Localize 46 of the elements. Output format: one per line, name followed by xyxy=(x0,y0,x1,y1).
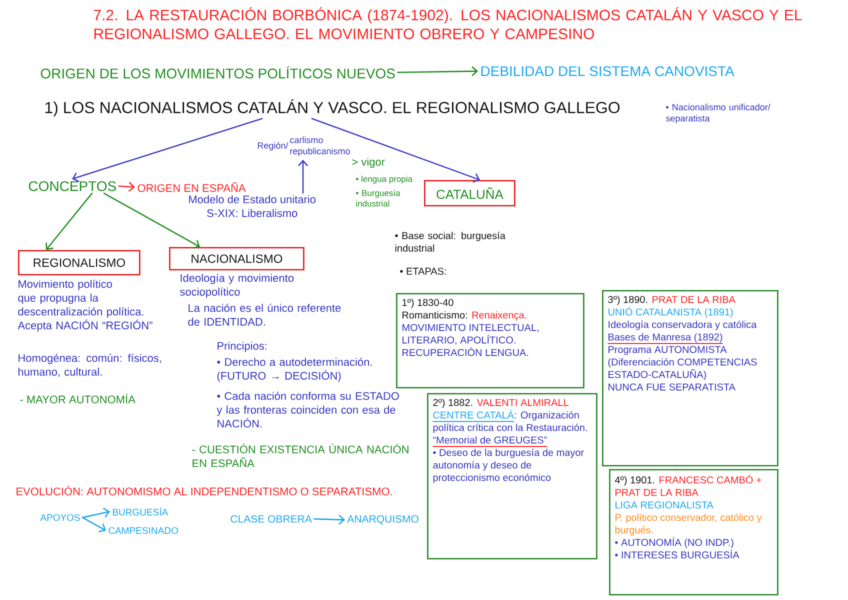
topic-box: NACIONALISMO xyxy=(169,247,304,270)
note-text: ORIGEN EN ESPAÑA xyxy=(138,182,246,192)
arrow xyxy=(103,192,200,249)
stage-box: 2º) 1882. VALENTI ALMIRALL CENTRE CATALÁ: Organización política crítica con la Restauración. “Memorial de GREUGES” • Deseo de la burguesía de mayor autonomía y deseo de proteccionismo económico xyxy=(427,393,598,560)
description-text: • Base social: burguesía industrial xyxy=(395,232,506,252)
note-text: ANARQUISMO xyxy=(347,515,418,525)
description-text: - MAYOR AUTONOMÍA xyxy=(20,394,136,404)
arrow xyxy=(72,118,263,182)
section-heading: 1) LOS NACIONALISMOS CATALÁN Y VASCO. EL REGIONALISMO GALLEGO xyxy=(45,99,620,116)
note-text: BURGUESÍA xyxy=(112,507,168,516)
note-text: APOYOS xyxy=(40,514,80,521)
note-text: • Burguesía industrial xyxy=(356,190,400,207)
arrow xyxy=(313,514,345,525)
stage-box: 1º) 1830-40 Romanticismo: Renaixença. MOVIMIENTO INTELECTUAL, LITERARIO, APOLÍTICO. RECUPERACIÓN LENGUA. xyxy=(396,293,584,388)
subheading: DEBILIDAD DEL SISTEMA CANOVISTA xyxy=(481,66,734,76)
note-text: EVOLUCIÓN: AUTONOMISMO AL INDEPENDENTISMO O SEPARATISMO. xyxy=(16,486,392,496)
note-text: Región/ carlismo republicanismo xyxy=(258,136,350,156)
description-text: • ETAPAS: xyxy=(400,268,446,275)
description-text: Movimiento político que propugna la descentralización política. Acepta NACIÓN “REGIÓN” xyxy=(18,280,152,332)
topic-box: REGIONALISMO xyxy=(18,250,140,276)
topic-box: CATALUÑA xyxy=(424,180,516,206)
arrow xyxy=(118,182,135,192)
description-text: Ideología y movimiento sociopolítico xyxy=(180,274,294,298)
arrow xyxy=(397,66,478,76)
note-text: • lengua propia xyxy=(356,176,413,184)
description-text: Principios: xyxy=(218,342,266,352)
subheading: ORIGEN DE LOS MOVIMIENTOS POLÍTICOS NUEVOS xyxy=(40,66,395,78)
note-text: Modelo de Estado unitario S-XIX: Liberalismo xyxy=(189,195,316,218)
stage-box: 4º) 1901. FRANCESC CAMBÓ + PRAT DE LA RIBA LIGA REGIONALISTA P. político conservador, católico y burgués. • AUTONOMÍA (NO INDP.) • INTERESES BURGUESÍA xyxy=(609,469,778,596)
description-text: - CUESTIÓN EXISTENCIA ÚNICA NACIÓN EN ESPAÑA xyxy=(192,444,408,468)
arrow xyxy=(82,508,110,518)
stage-box: 3º) 1890. PRAT DE LA RIBA UNIÓ CATALANISTA (1891) Ideología conservadora y católica Bases de Manresa (1892) Programa AUTONOMISTA (Diferenciación COMPETENCIAS ESTADO-CATALUÑA) NUNCA FUE SEPARATISTA xyxy=(602,290,778,466)
title: 7.2. LA RESTAURACIÓN BORBÓNICA (1874-1902). LOS NACIONALISMOS CATALÁN Y VASCO Y EL REGIONALISMO GALLEGO. EL MOVIMIENTO OBRERO Y CAMPESINO xyxy=(94,7,802,40)
description-text: • Cada nación conforma su ESTADO y las fronteras coinciden con esa de NACIÓN. xyxy=(216,392,399,428)
concept-heading: CONCEPTOS xyxy=(28,181,116,192)
note-text: CLASE OBRERA xyxy=(230,515,312,523)
note-text: • Nacionalismo unificador/ separatista xyxy=(666,104,770,124)
arrow xyxy=(82,516,106,532)
description-text: La nación es el único referente de IDENTIDAD. xyxy=(188,304,341,326)
description-text: Homogénea: común: físicos, humano, cultural. xyxy=(18,354,161,378)
note-text: > vigor xyxy=(352,158,385,168)
arrow xyxy=(298,160,308,194)
arrow xyxy=(311,118,480,183)
description-text: • Derecho a autodeterminación. (FUTURO → DECISIÓN) xyxy=(217,358,372,382)
note-text: CAMPESINADO xyxy=(108,527,178,534)
arrow xyxy=(46,192,93,250)
